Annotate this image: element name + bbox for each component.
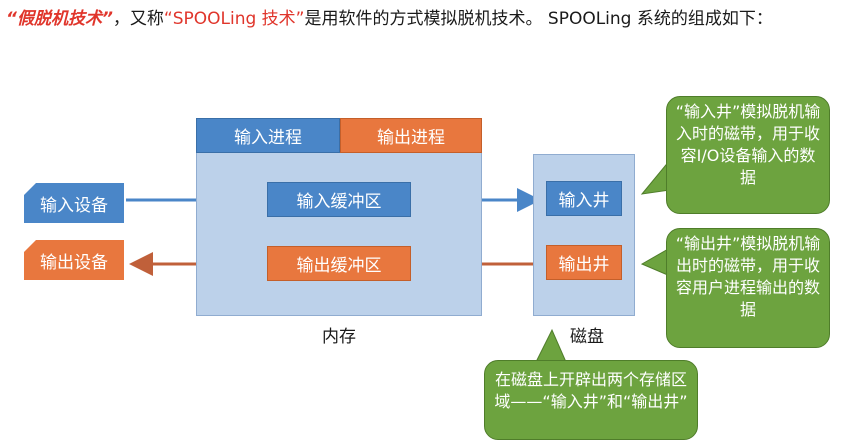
input-well-callout: “输入井”模拟脱机输入时的磁带，用于收容I/O设备输入的数据 [666, 96, 830, 214]
memory-label: 内存 [322, 327, 356, 347]
disk-region [533, 154, 635, 316]
title-term-spooling: “SPOOLing 技术” [163, 9, 305, 29]
output-device: 输出设备 [24, 240, 124, 280]
output-buffer-label: 输出缓冲区 [296, 256, 382, 276]
input-device: 输入设备 [24, 183, 124, 223]
input-buffer-box: 输入缓冲区 [267, 182, 411, 217]
input-process-box: 输入进程 [196, 118, 340, 153]
input-well-callout-text: “输入井”模拟脱机输入时的磁带，用于收容I/O设备输入的数据 [675, 102, 821, 187]
title-text-also-called: ，又称 [112, 9, 164, 29]
output-well-box: 输出井 [546, 245, 622, 280]
input-device-label: 输入设备 [40, 195, 108, 216]
output-well-label: 输出井 [558, 255, 610, 275]
input-process-label: 输入进程 [234, 128, 302, 148]
disk-label: 磁盘 [570, 327, 604, 347]
input-well-box: 输入井 [546, 181, 622, 216]
disk-callout: 在磁盘上开辟出两个存储区域——“输入井”和“输出井” [484, 360, 698, 440]
input-well-label: 输入井 [558, 191, 610, 211]
title-term-spool: “假脱机技术” [6, 9, 113, 29]
output-well-callout: “输出井”模拟脱机输出时的磁带，用于收容用户进程输出的数据 [666, 228, 830, 348]
page-title: “假脱机技术”，又称“SPOOLing 技术”是用软件的方式模拟脱机技术。 SP… [6, 6, 773, 32]
output-device-label: 输出设备 [40, 252, 108, 273]
disk-callout-tail [535, 328, 567, 363]
memory-region [196, 152, 482, 316]
title-text-rest: 是用软件的方式模拟脱机技术。 SPOOLing 系统的组成如下： [304, 9, 773, 29]
input-buffer-label: 输入缓冲区 [296, 192, 382, 212]
disk-callout-text: 在磁盘上开辟出两个存储区域——“输入井”和“输出井” [494, 370, 688, 411]
output-buffer-box: 输出缓冲区 [267, 246, 411, 281]
output-process-label: 输出进程 [377, 128, 445, 148]
output-well-callout-text: “输出井”模拟脱机输出时的磁带，用于收容用户进程输出的数据 [675, 234, 821, 319]
output-process-box: 输出进程 [340, 118, 482, 153]
